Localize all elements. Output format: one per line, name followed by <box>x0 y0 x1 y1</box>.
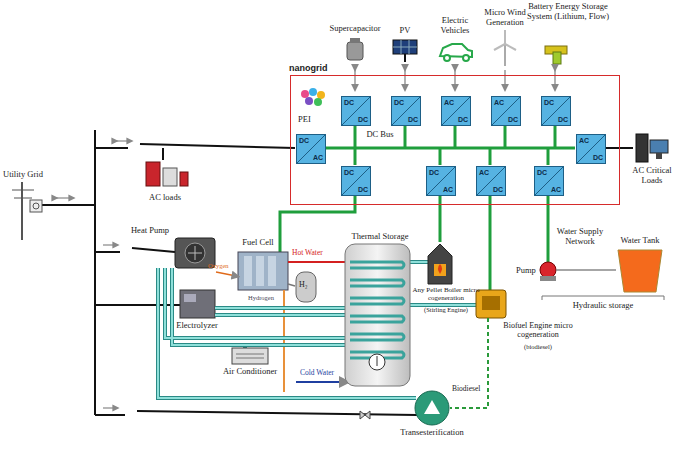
converter-type: DC <box>429 169 439 176</box>
transesterification-icon <box>415 391 449 425</box>
converter-type: DC <box>394 99 404 106</box>
converter-type: DC <box>537 169 547 176</box>
load-label: AC Critical Loads <box>621 166 683 185</box>
converter-box: DC DC <box>341 166 371 196</box>
converter-box: DC AC <box>426 166 456 196</box>
device-label: Thermal Storage <box>347 232 413 242</box>
bus-label: PEI <box>298 115 311 125</box>
converter-box: DC DC <box>541 96 571 126</box>
pv-icon <box>393 40 417 62</box>
nanogrid-badge <box>301 88 325 106</box>
converter-type: DC <box>358 186 368 193</box>
water-tank-icon <box>618 250 662 292</box>
load-label: AC loads <box>140 193 190 203</box>
coil <box>350 316 404 322</box>
converter-box: AC DC <box>576 134 606 164</box>
coil <box>350 334 404 340</box>
biofuel-engine-icon <box>476 290 506 318</box>
converter-type: AC <box>313 154 323 161</box>
supercapacitor-icon <box>347 38 363 60</box>
converter-type: AC <box>551 186 561 193</box>
air-conditioner-icon <box>232 348 268 364</box>
h2-tank-icon <box>296 272 316 302</box>
fuel-cell-icon <box>238 252 288 290</box>
flow-label: Hydrogen <box>248 294 274 301</box>
converter-type: DC <box>593 154 603 161</box>
ac-wiring <box>40 130 417 415</box>
tank-label: H₂ <box>299 281 308 290</box>
converter-type: DC <box>408 116 418 123</box>
converter-box: AC DC <box>491 96 521 126</box>
battery-icon <box>545 46 567 64</box>
device-label: Transesterification <box>392 428 472 438</box>
converter-type: AC <box>443 186 453 193</box>
device-label: Electrolyzer <box>171 321 223 331</box>
coil <box>350 298 404 304</box>
converter-type: DC <box>358 116 368 123</box>
device-label: PV <box>390 26 420 36</box>
converter-box: DC AC <box>534 166 564 196</box>
converter-type: DC <box>458 116 468 123</box>
wind-turbine-icon <box>494 30 516 66</box>
device-label: Electric Vehicles <box>432 16 478 35</box>
bus-label: DC Bus <box>363 130 397 140</box>
converter-type: AC <box>494 99 504 106</box>
device-label: Battery Energy Storage System (Lithium, … <box>525 2 611 21</box>
converter-type: DC <box>299 137 309 144</box>
flow-label: Oxygen <box>208 262 229 269</box>
dc-bus <box>325 125 575 165</box>
flow-label: Hot Water <box>292 249 323 257</box>
device-label: Air Conditioner <box>222 367 278 377</box>
ev-icon <box>440 44 472 61</box>
nanogrid-box: nanogridDCDCDCDCACDCACDCDCDCDCACACDCDCDC… <box>290 75 620 205</box>
device-label: (Stirling Engine) <box>411 306 481 313</box>
converter-type: DC <box>544 99 554 106</box>
device-label: Supercapacitor <box>320 24 390 34</box>
device-label: Heat Pump <box>127 226 173 236</box>
device-label: Micro Wind Generation <box>477 8 533 27</box>
converter-type: DC <box>558 116 568 123</box>
flow-label: Biodiesel <box>452 385 480 393</box>
converter-box: DC AC <box>296 134 326 164</box>
electrolyzer-icon <box>180 290 215 318</box>
thermal-storage-tank <box>345 244 410 386</box>
coil <box>350 280 404 286</box>
flow-arrows <box>55 141 130 408</box>
device-label: Pump <box>516 266 536 276</box>
converter-box: AC DC <box>441 96 471 126</box>
converter-type: AC <box>579 137 589 144</box>
pellet-boiler-icon <box>428 244 452 284</box>
converter-type: AC <box>444 99 454 106</box>
converter-type: DC <box>508 116 518 123</box>
converter-type: AC <box>479 169 489 176</box>
group-label: Hydraulic storage <box>563 301 643 311</box>
device-label: Biofuel Engine micro cogeneration <box>499 322 577 340</box>
utility-pole-icon <box>12 182 42 240</box>
converter-type: DC <box>344 169 354 176</box>
device-label: Fuel Cell <box>233 238 283 248</box>
converter-type: DC <box>344 99 354 106</box>
device-label: Water Tank <box>616 236 664 246</box>
source-label: Utility Grid <box>3 170 43 180</box>
device-label: Water Supply Network <box>552 227 608 246</box>
coil <box>350 262 404 268</box>
valve-icon <box>360 411 370 419</box>
ac-loads-icon <box>146 162 188 186</box>
device-arrows <box>355 68 555 88</box>
critical-loads-icon <box>636 134 668 162</box>
group-title: nanogrid <box>289 63 328 73</box>
converter-box: AC DC <box>476 166 506 196</box>
converter-box: DC DC <box>391 96 421 126</box>
device-label: (biodiesel) <box>499 343 577 350</box>
flow-label: Cold Water <box>300 369 334 377</box>
converter-type: DC <box>493 186 503 193</box>
converter-box: DC DC <box>341 96 371 126</box>
device-label: Any Pellet Boiler micro cogeneration <box>411 287 481 303</box>
pump-icon <box>540 262 556 281</box>
